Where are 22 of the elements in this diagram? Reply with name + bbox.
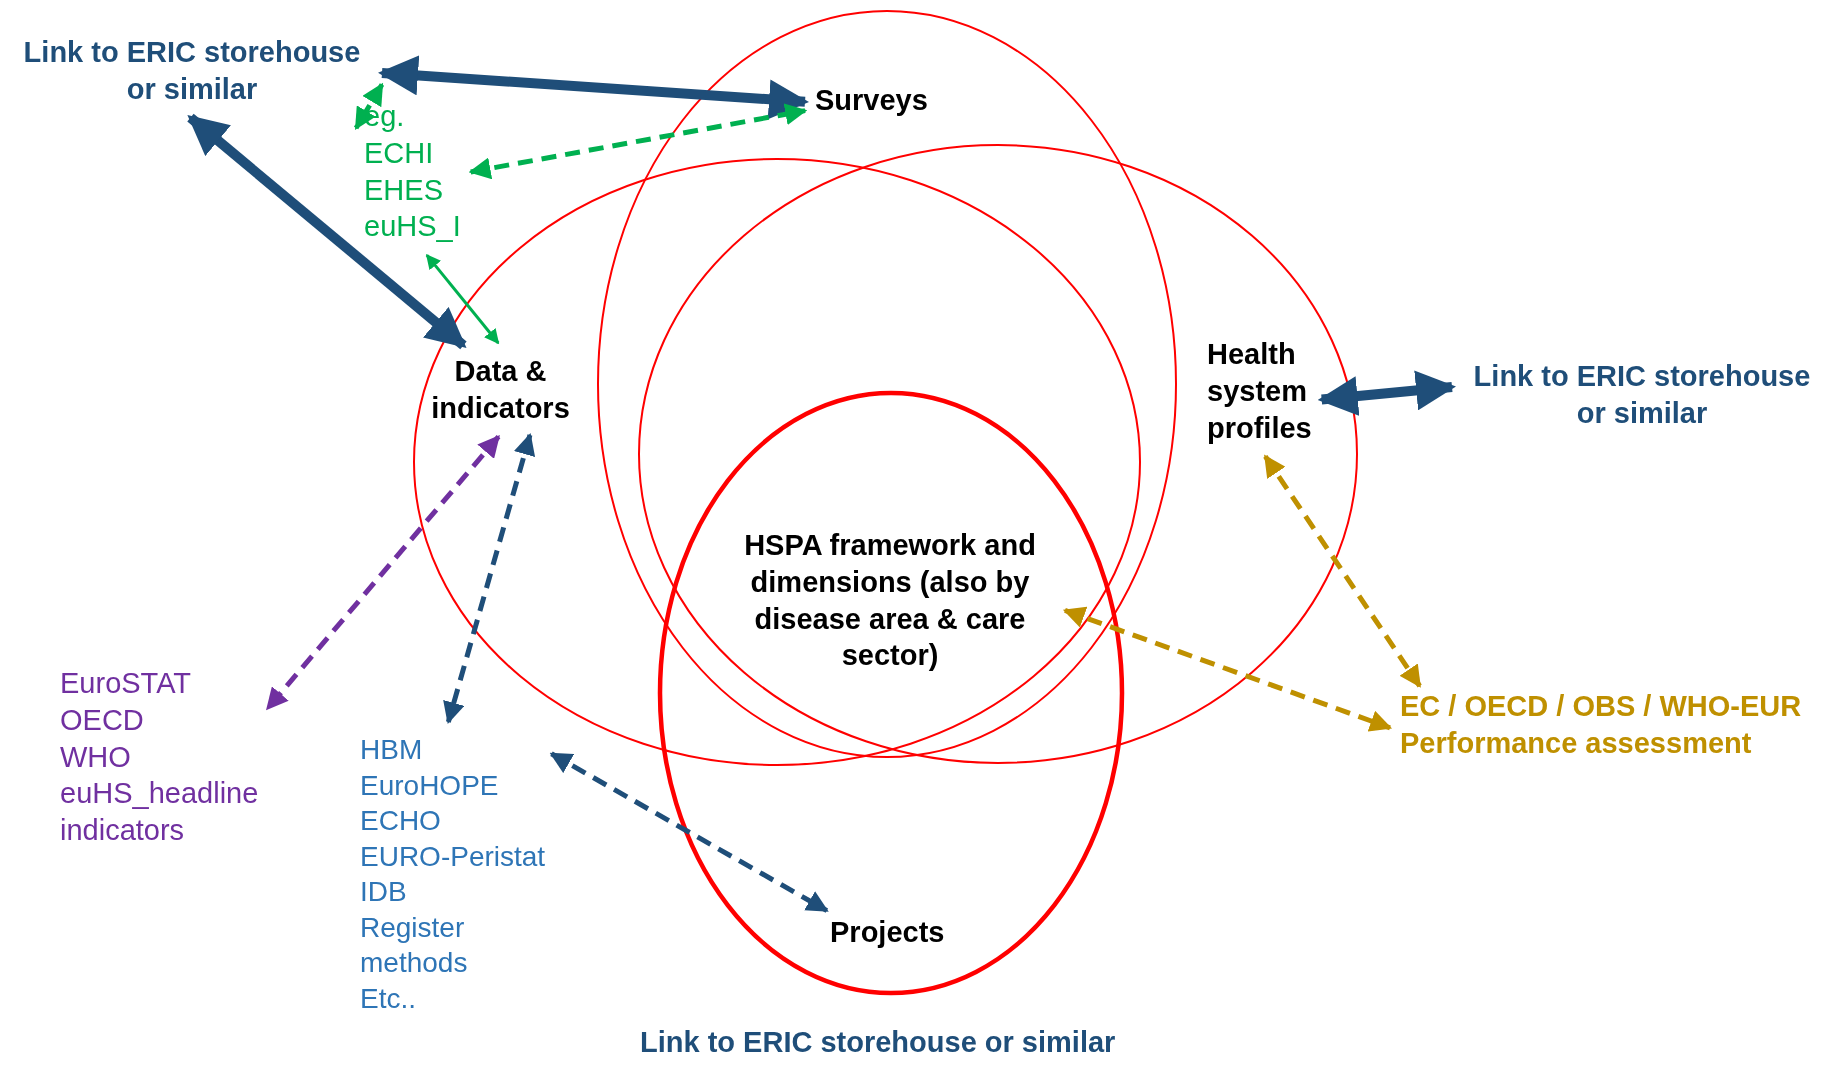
circle-label: Surveys [815,82,928,119]
double-arrow [1062,606,1393,732]
double-arrow [1263,454,1422,688]
circle-label: Data & indicators [418,353,583,427]
circle-label: Projects [830,914,945,951]
double-arrow [187,113,467,350]
link-text: Link to ERIC storehouse or similar [640,1025,1116,1060]
double-arrow [1317,370,1456,416]
double-arrow [443,432,536,725]
double-arrow [265,434,501,711]
link-text: Link to ERIC storehouse or similar [12,34,372,108]
double-arrow [549,751,829,913]
double-arrow [353,82,385,130]
center-label: HSPA framework and dimensions (also by disease area & care sector) [725,527,1055,675]
double-arrow [468,103,808,180]
circle-label: Health system profiles [1207,336,1312,447]
link-text: Link to ERIC storehouse or similar [1462,358,1822,432]
double-arrow [378,55,809,120]
project-list: HBM EuroHOPE ECHO EURO-Peristat IDB Register methods Etc.. [360,732,546,1017]
double-arrow [425,254,500,345]
source-list: EuroSTAT OECD WHO euHS_headline indicators [60,665,259,850]
assessment-text: EC / OECD / OBS / WHO-EUR Performance assessment [1400,688,1822,762]
